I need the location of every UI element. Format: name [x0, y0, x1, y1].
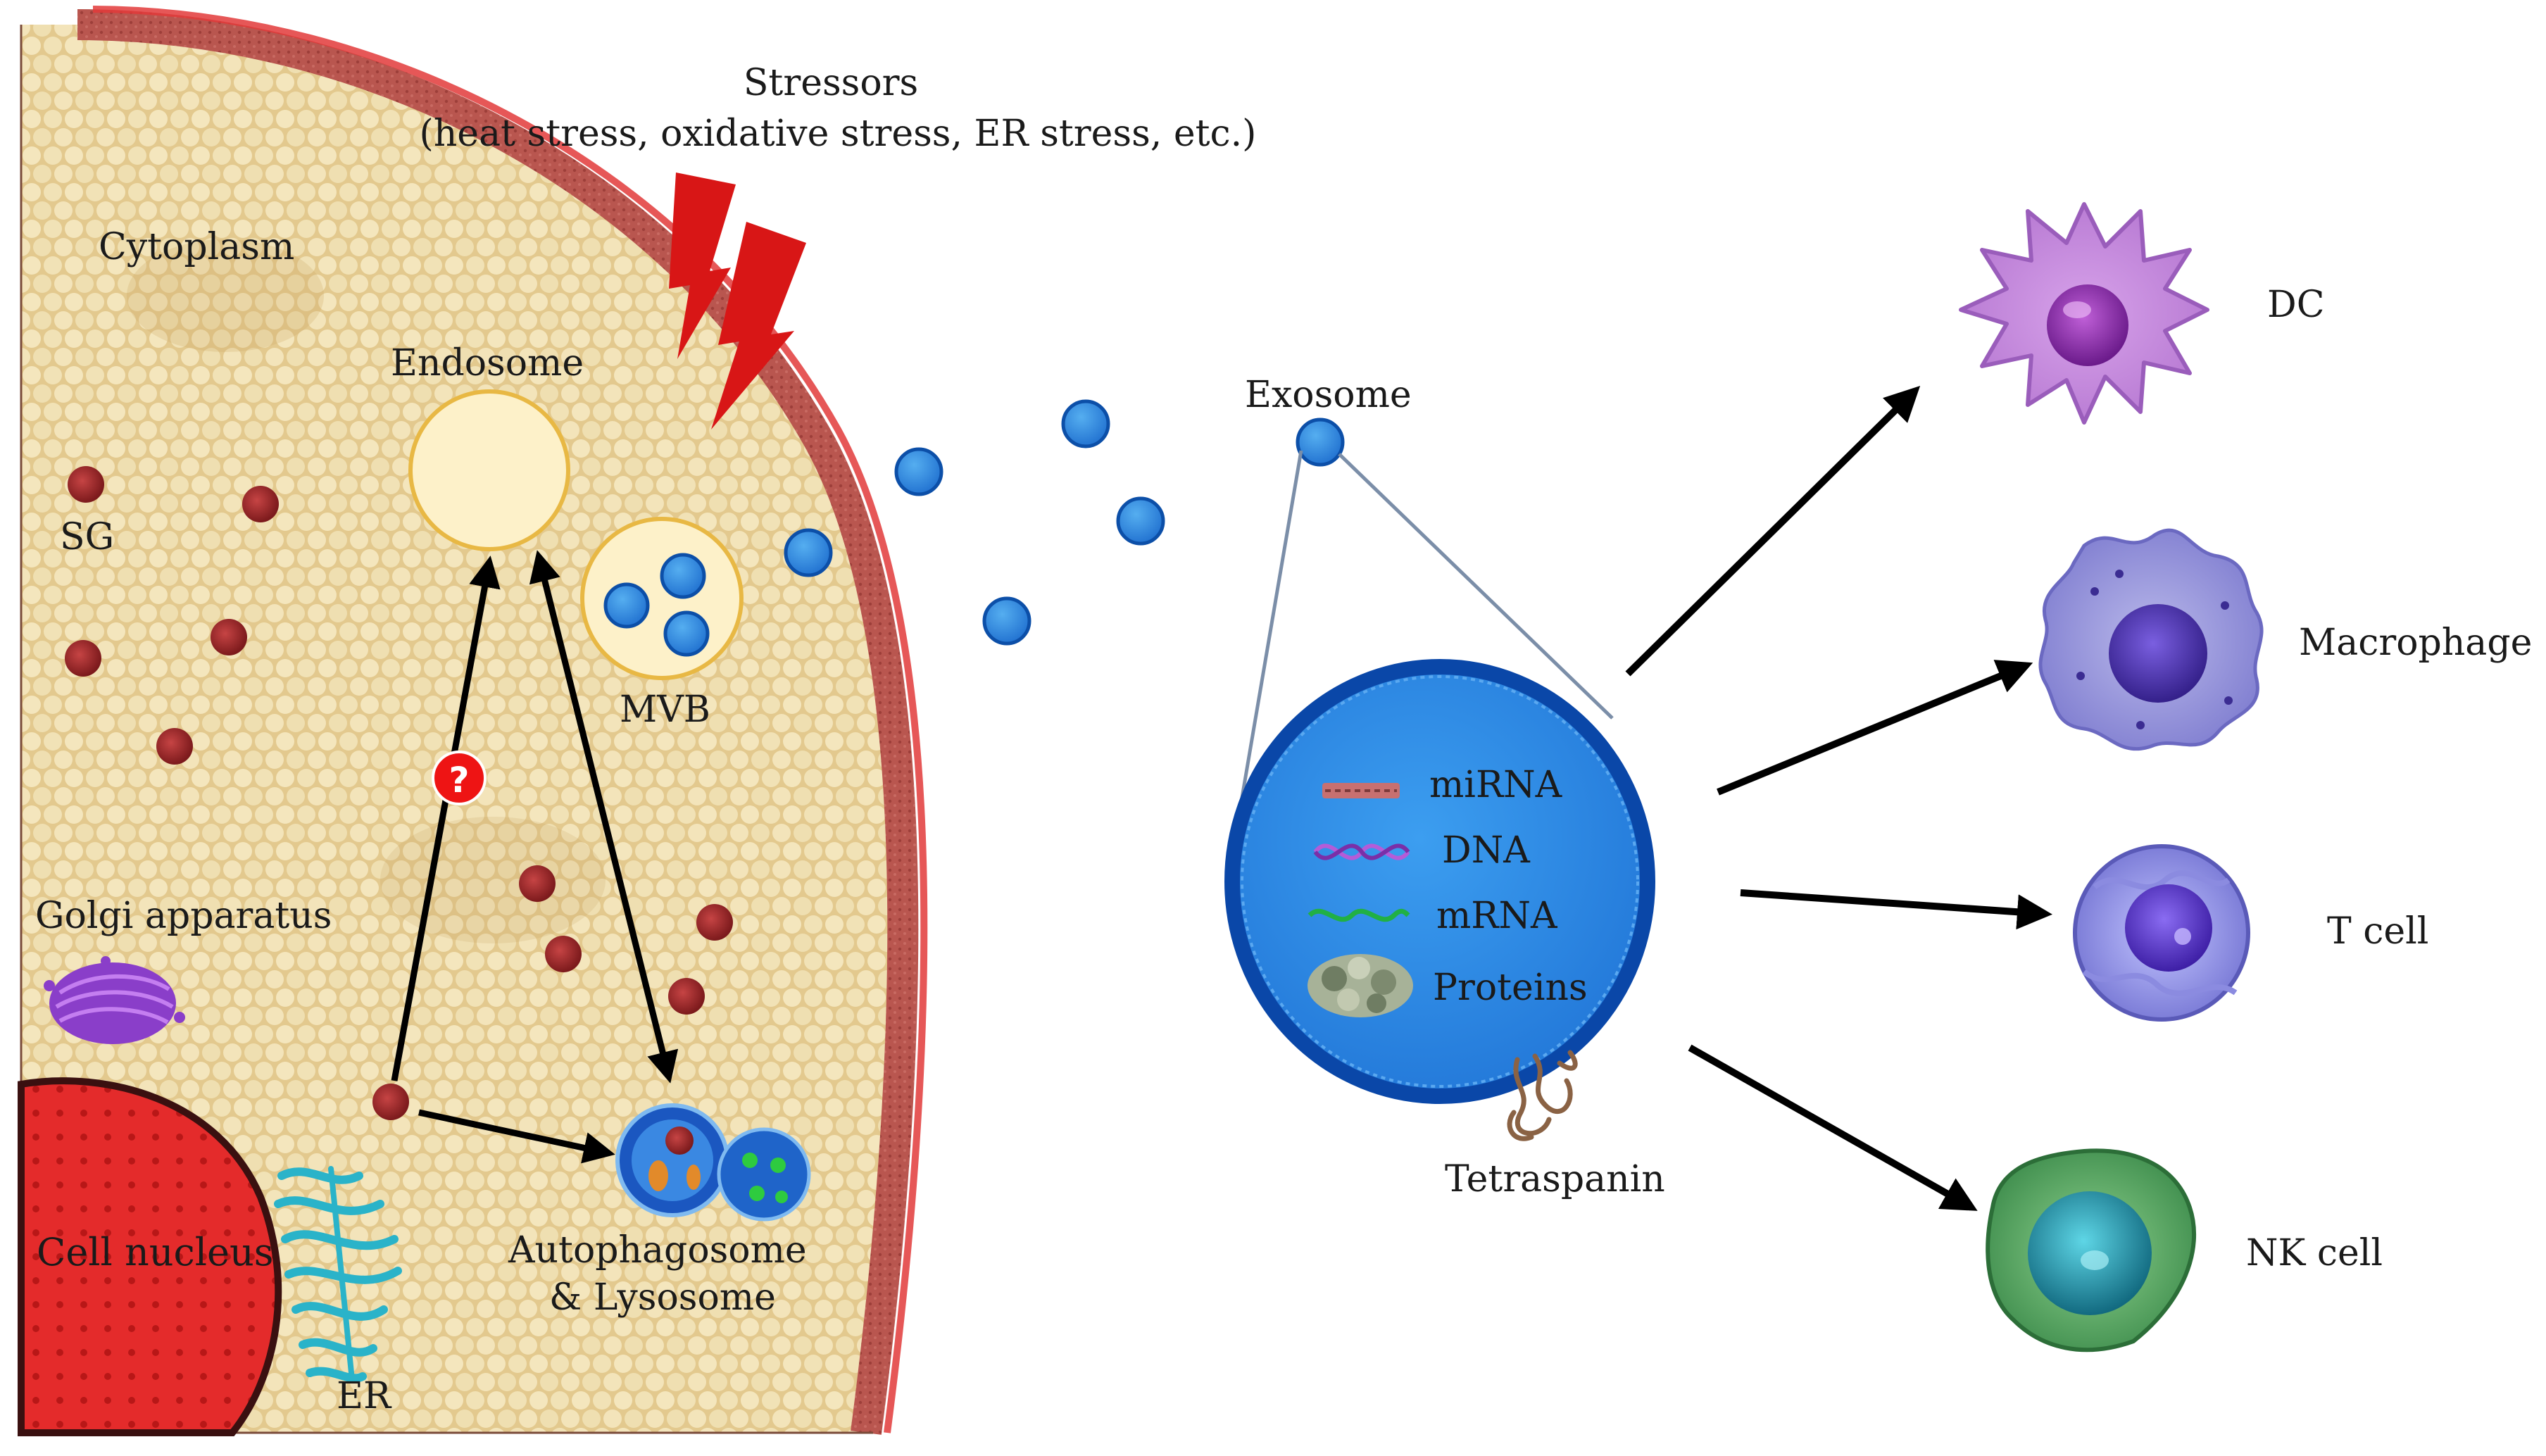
arrow-granule-to-endosome [391, 556, 501, 1081]
stress-granule [696, 904, 733, 941]
mvb [580, 517, 744, 680]
exosome-vesicle [1116, 496, 1165, 546]
cargo-label-mirna: miRNA [1429, 764, 1563, 806]
autophagosome-lysosome-icon [615, 1103, 811, 1222]
autophagosome-label-line1: Autophagosome [508, 1229, 807, 1272]
target-label-nk-cell: NK cell [2246, 1232, 2383, 1274]
stress-granule [519, 865, 556, 902]
arrow-to-macrophage [1717, 660, 2033, 796]
exosome-vesicle [784, 528, 833, 577]
stress-granule [68, 466, 104, 503]
arrow-to-t-cell [1740, 889, 2052, 930]
zoom-line-left [1236, 450, 1303, 823]
cell-nucleus [18, 1077, 282, 1436]
stress-granule [65, 640, 101, 677]
t-cell-icon [2073, 844, 2250, 1022]
stress-granule [242, 486, 279, 522]
cargo-label-dna: DNA [1442, 829, 1531, 872]
nucleus-label: Cell nucleus [37, 1230, 274, 1274]
lightning-bolt-icon [669, 172, 736, 359]
question-mark: ? [449, 760, 469, 801]
pathway-arrows [391, 550, 679, 1164]
exosome-vesicle [1061, 399, 1110, 448]
stress-granule [545, 936, 582, 972]
zoom-line-right [1338, 453, 1614, 720]
cytoplasm-shade [380, 817, 606, 943]
released-exosomes: Exosome [784, 374, 1412, 646]
cell-membrane-outer [92, 6, 928, 1433]
stress-granule [156, 728, 193, 765]
stress-granule [211, 619, 247, 655]
exosome-detail: miRNA DNA mRNA Proteins Tetraspanin [1224, 659, 1665, 1200]
autophagosome-label-line2: & Lysosome [549, 1276, 776, 1319]
macrophage-icon [2038, 528, 2264, 751]
stressors-title: Stressors [744, 62, 918, 104]
target-label-t-cell: T cell [2327, 910, 2428, 953]
stress-granule [668, 978, 705, 1015]
dendritic-cell-icon [1959, 202, 2209, 425]
stressors: Stressors (heat stress, oxidative stress… [420, 62, 1257, 429]
dna-icon [1313, 843, 1410, 860]
mirna-icon [1322, 783, 1400, 798]
golgi-label: Golgi apparatus [35, 895, 332, 937]
stress-granule [372, 1084, 409, 1120]
stressors-subtitle: (heat stress, oxidative stress, ER stres… [420, 113, 1257, 155]
exosome-vesicle [982, 596, 1031, 646]
mrna-icon [1308, 908, 1410, 922]
tetraspanin-icon [1507, 1050, 1578, 1141]
endosome-label: Endosome [391, 342, 584, 384]
exosome-vesicle [894, 447, 943, 496]
arrow-endosome-autophagosome [529, 550, 679, 1084]
endosome [408, 389, 570, 551]
arrow-to-dc [1625, 385, 1921, 677]
target-label-dc: DC [2267, 284, 2324, 326]
lightning-bolt-icon [711, 222, 806, 429]
cell: ? Cytoplasm Endosome SG MVB Golgi appara… [18, 6, 928, 1436]
exosome-vesicle-zoom-source [1296, 418, 1345, 467]
cargo-label-mrna: mRNA [1436, 895, 1558, 937]
question-mark-badge: ? [432, 751, 487, 805]
mvb-label: MVB [620, 689, 710, 731]
sg-label: SG [60, 516, 114, 558]
protein-icon [1308, 954, 1413, 1017]
exosome-label: Exosome [1245, 374, 1412, 416]
cytoplasm-shade [127, 239, 324, 352]
tetraspanin-label: Tetraspanin [1445, 1158, 1665, 1200]
cargo-label-proteins: Proteins [1433, 967, 1588, 1009]
target-arrows [1625, 385, 2052, 1211]
arrow-granule-to-autophagosome [418, 1109, 615, 1164]
golgi-icon [44, 956, 185, 1044]
arrow-to-nk-cell [1688, 1044, 1978, 1211]
er-label: ER [337, 1375, 392, 1417]
cytoplasm-label: Cytoplasm [99, 226, 294, 268]
target-label-macrophage: Macrophage [2299, 622, 2532, 664]
cell-membrane [77, 9, 919, 1435]
er-icon [274, 1166, 402, 1383]
nk-cell-icon [1986, 1148, 2197, 1353]
